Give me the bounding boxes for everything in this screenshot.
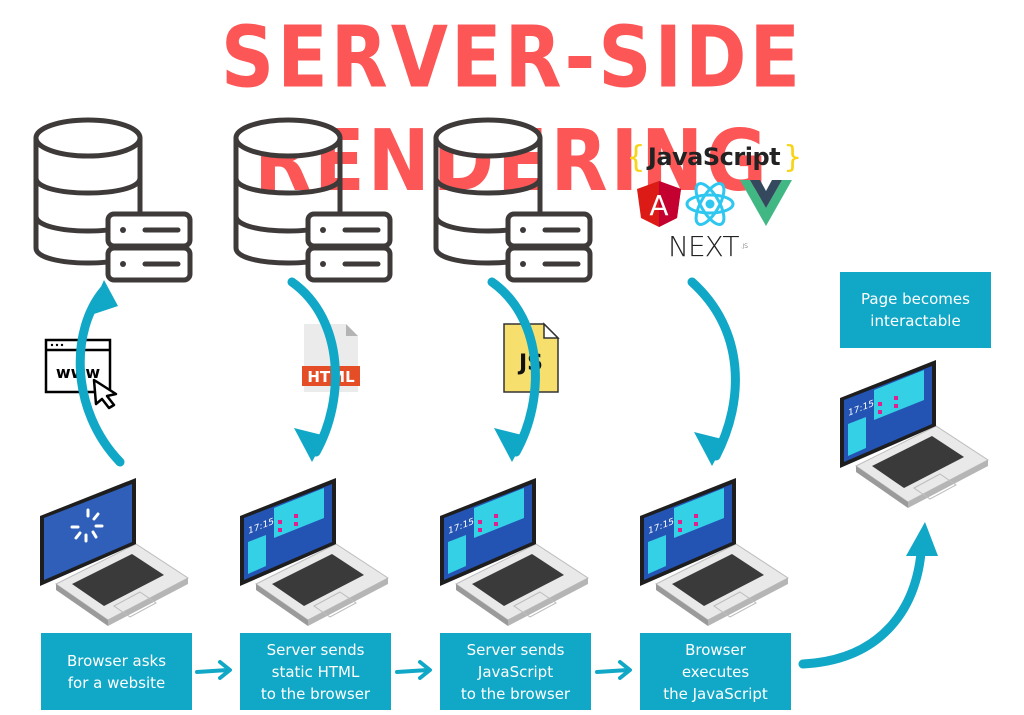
laptop-rendered: 17:15 [640, 478, 789, 626]
loading-spinner-icon [70, 508, 104, 543]
step-1-box: Browser asks for a website [41, 633, 192, 710]
html-file-icon: HTML [302, 324, 360, 392]
step-arrow [395, 660, 432, 680]
screen [44, 484, 132, 580]
angular-logo-icon: A [637, 181, 681, 227]
svg-text:A: A [649, 189, 668, 222]
arrow-up [75, 285, 125, 467]
arrow-down-html [287, 277, 340, 457]
laptop-rendered-interactive: 17:15 [840, 360, 989, 508]
laptop-rendered: 17:15 [240, 478, 389, 626]
step-2-box: Server sends static HTML to the browser [240, 633, 391, 710]
vue-logo-icon [740, 180, 792, 226]
arrow-down-frameworks [687, 277, 740, 461]
step-arrow [195, 660, 232, 680]
step-arrow [595, 660, 632, 680]
arrow-up-final [798, 533, 927, 669]
javascript-logo: { JavaScript } [626, 139, 802, 175]
arrow-down-js [487, 277, 540, 457]
step-3-box: Server sends JavaScript to the browser [440, 633, 591, 710]
step-4-box: Browser executes the JavaScript [640, 633, 791, 710]
nextjs-logo: NEXT.JS [668, 230, 748, 263]
laptop-loading [40, 478, 189, 626]
final-step-box: Page becomes interactable [840, 272, 991, 348]
react-logo-icon [685, 182, 735, 226]
laptop-rendered: 17:15 [440, 478, 589, 626]
